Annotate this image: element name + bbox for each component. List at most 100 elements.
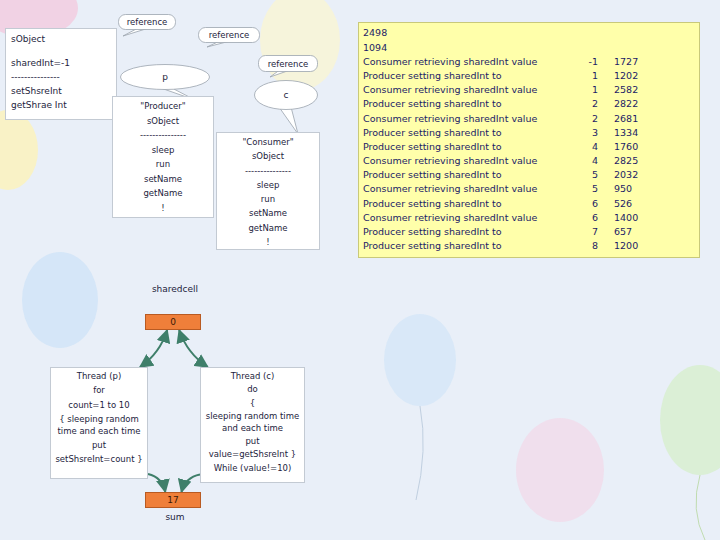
console-cell: 4 (559, 155, 598, 166)
object-callout: c (254, 80, 318, 110)
box-text: setShsreInt=count } (54, 454, 144, 466)
console-cell: 2032 (614, 169, 638, 180)
console-cell: Producer setting sharedInt to (363, 240, 502, 251)
reference-callout: reference (258, 55, 318, 72)
box-text: put (204, 436, 301, 448)
console-cell: Producer setting sharedInt to (363, 98, 502, 109)
console-cell: 1 (559, 70, 598, 81)
console-cell: 1202 (614, 70, 638, 81)
console-cell: Consumer retrieving sharedInt value (363, 56, 537, 67)
thread-box: Thread (p) for count=1 to 10 { sleeping ran… (50, 367, 148, 479)
console-line: 2498 (363, 27, 387, 38)
class-box: sObject sharedInt=-1---------------setShs… (5, 28, 117, 120)
data-flow-arrow (179, 330, 208, 367)
console-cell: 1 (559, 84, 598, 95)
box-text: --------------- (11, 70, 111, 84)
console-cell: 2 (559, 113, 598, 124)
console-cell: Producer setting sharedInt to (363, 226, 502, 237)
sum-box: 17 (145, 492, 201, 508)
console-cell: Producer setting sharedInt to (363, 70, 502, 81)
callout-body (199, 28, 260, 43)
console-cell: Consumer retrieving sharedInt value (363, 84, 537, 95)
box-text: count=1 to 10 (54, 400, 144, 412)
console-cell: Consumer retrieving sharedInt value (363, 183, 537, 194)
console-output-panel: 2498 1094Consumer retrieving sharedInt va… (358, 22, 700, 258)
box-text: put (54, 440, 144, 452)
console-cell: Producer setting sharedInt to (363, 141, 502, 152)
box-text: value=getShsreInt } (204, 449, 301, 461)
callout-body (255, 81, 318, 110)
box-text: setShsreInt (11, 84, 111, 98)
box-text: reference (268, 59, 309, 69)
box-text: do (204, 384, 301, 396)
box-text: getShrae Int (11, 98, 111, 112)
thread-box: Thread (c)do {sleeping random time and ea… (200, 367, 305, 483)
box-text: 17 (167, 495, 178, 505)
console-cell: 5 (559, 183, 598, 194)
console-cell: 1400 (614, 212, 638, 223)
box-heading: "Producer" (116, 99, 210, 114)
box-text: c (284, 90, 289, 100)
box-text: --------------- (220, 164, 316, 178)
console-cell: 7 (559, 226, 598, 237)
console-cell: Consumer retrieving sharedInt value (363, 212, 537, 223)
data-flow-arrow (148, 474, 165, 492)
box-text: sleeping random time and each time (204, 411, 301, 435)
box-text: run (116, 157, 210, 172)
console-cell: 2825 (614, 155, 638, 166)
reference-callout: reference (118, 14, 176, 30)
console-cell: 2582 (614, 84, 638, 95)
box-text: setName (220, 206, 316, 220)
console-cell: 1727 (614, 56, 638, 67)
box-text: p (162, 72, 168, 82)
box-text: ! (220, 235, 316, 249)
box-heading: "Consumer" (220, 135, 316, 149)
console-cell: 950 (614, 183, 632, 194)
box-text: for (54, 385, 144, 397)
box-text: getName (116, 186, 210, 201)
box-text: sleep (220, 178, 316, 192)
console-cell: 6 (559, 212, 598, 223)
console-cell: 1200 (614, 240, 638, 251)
box-text: { sleeping random time and each time (54, 414, 144, 438)
console-cell: 657 (614, 226, 632, 237)
console-cell: 2822 (614, 98, 638, 109)
box-text: sObject (116, 114, 210, 129)
box-text: sharedInt=-1 (11, 56, 111, 70)
console-cell: Producer setting sharedInt to (363, 169, 502, 180)
box-text: reference (209, 30, 250, 40)
box-heading: sObject (11, 32, 111, 46)
box-text: sObject (220, 149, 316, 163)
box-text: getName (220, 221, 316, 235)
annotation-label: sum (155, 512, 195, 522)
console-line: 1094 (363, 42, 387, 53)
object-callout: p (120, 64, 210, 90)
box-text: sleep (116, 143, 210, 158)
console-cell: Consumer retrieving sharedInt value (363, 113, 537, 124)
console-cell: Consumer retrieving sharedInt value (363, 155, 537, 166)
callout-body (119, 15, 176, 30)
box-text: ! (116, 201, 210, 216)
annotation-label: sharedcell (140, 284, 210, 294)
box-text: While (value!=10) (204, 463, 301, 475)
object-box: "Producer"sObject---------------sleeprun… (112, 96, 214, 218)
callout-tail (279, 107, 298, 134)
console-cell: 1760 (614, 141, 638, 152)
box-heading: Thread (p) (54, 371, 144, 383)
console-cell: 8 (559, 240, 598, 251)
box-heading: Thread (c) (204, 371, 301, 383)
box-text: 0 (170, 317, 176, 327)
console-cell: 2 (559, 98, 598, 109)
object-box: "Consumer"sObject---------------sleeprun… (216, 132, 320, 250)
box-text: { (204, 398, 301, 410)
box-text: --------------- (116, 128, 210, 143)
callout-body (121, 65, 210, 90)
console-cell: Producer setting sharedInt to (363, 127, 502, 138)
console-cell: 5 (559, 169, 598, 180)
console-cell: 3 (559, 127, 598, 138)
console-cell: 2681 (614, 113, 638, 124)
console-cell: Producer setting sharedInt to (363, 198, 502, 209)
console-cell: 526 (614, 198, 632, 209)
data-flow-arrow (181, 475, 200, 492)
